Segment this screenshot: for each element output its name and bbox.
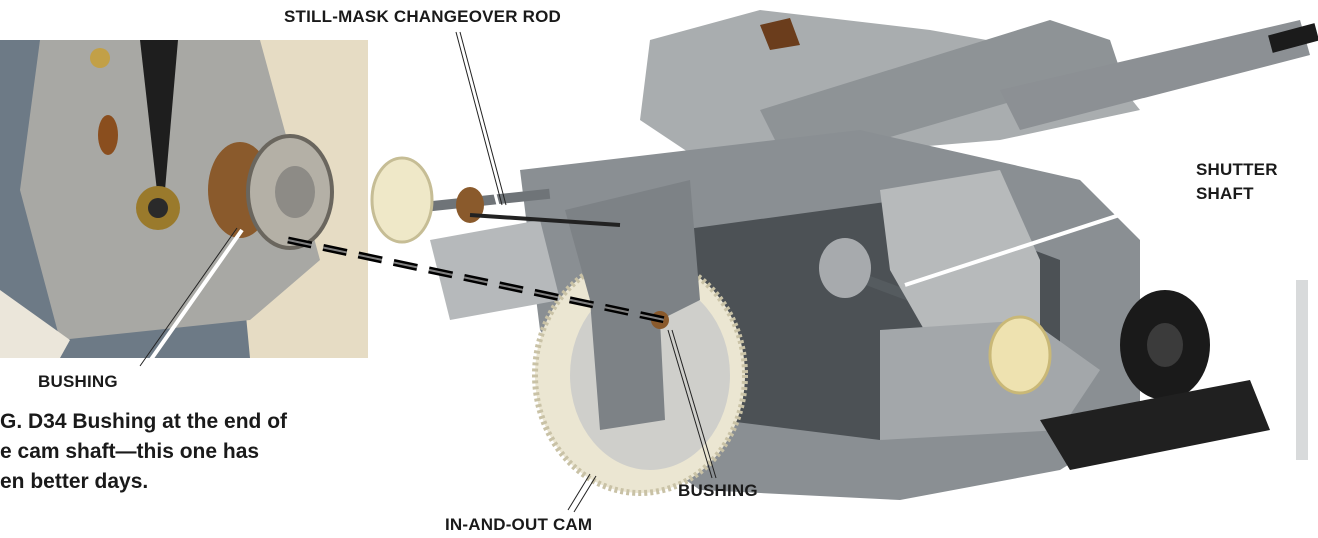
front-lever-plate <box>565 180 700 430</box>
shutter-shaft-label: SHUTTER SHAFT <box>1196 158 1278 206</box>
cam-leader-b <box>573 475 597 513</box>
caption-line-2: e cam shaft—this one has <box>0 440 260 463</box>
inset-screw-hole <box>148 198 168 218</box>
inset-bushing-leader <box>143 228 244 370</box>
inset-dark-stylus <box>140 40 178 200</box>
inset-bushing-leader-edge <box>139 227 238 367</box>
inset-rivet-top <box>90 48 110 68</box>
main-bushing-leader-a <box>667 329 713 479</box>
right-cream-pulley <box>988 315 1052 395</box>
still-mask-leader-c <box>459 31 507 206</box>
main-bushing-label: BUSHING <box>678 481 758 500</box>
right-black-reel-hub <box>1147 323 1183 367</box>
black-base <box>1040 380 1270 470</box>
upper-arm-bracket <box>760 20 1120 150</box>
still-mask-rod <box>469 213 621 227</box>
main-bushing-leader-b <box>671 329 717 479</box>
shutter-label-line1: SHUTTER <box>1196 160 1278 179</box>
left-cream-pulley <box>370 156 434 244</box>
figure-caption: G. D34 Bushing at the end of e cam shaft… <box>0 407 420 497</box>
still-mask-leader-a <box>450 31 500 206</box>
shutter-leader <box>904 188 1197 287</box>
inset-bushing-hub <box>275 166 315 218</box>
caption-line-1: G. D34 Bushing at the end of <box>0 410 288 433</box>
upper-long-arm <box>1000 20 1310 130</box>
inset-bushing-label: BUSHING <box>38 372 118 391</box>
in-and-out-cam-label: IN-AND-OUT CAM <box>445 515 593 534</box>
cam-leader-a <box>567 473 591 511</box>
inset-rust-spot <box>98 115 118 155</box>
caption-line-3: en better days. <box>0 470 149 493</box>
shutter-label-line2: SHAFT <box>1196 184 1254 203</box>
shutter-shaft-hub <box>819 238 871 298</box>
felt-pad <box>760 18 800 50</box>
right-housing <box>880 170 1040 340</box>
dashed-connector-inner <box>287 239 666 321</box>
still-mask-leader-b <box>455 31 503 206</box>
right-edge-strip <box>1296 280 1308 460</box>
still-mask-changeover-rod-label: STILL-MASK CHANGEOVER ROD <box>284 7 561 26</box>
black-belt <box>1268 23 1318 53</box>
left-bracket <box>430 220 560 320</box>
inset-base-left <box>0 290 70 358</box>
bushing-closeup-photo <box>0 40 368 358</box>
